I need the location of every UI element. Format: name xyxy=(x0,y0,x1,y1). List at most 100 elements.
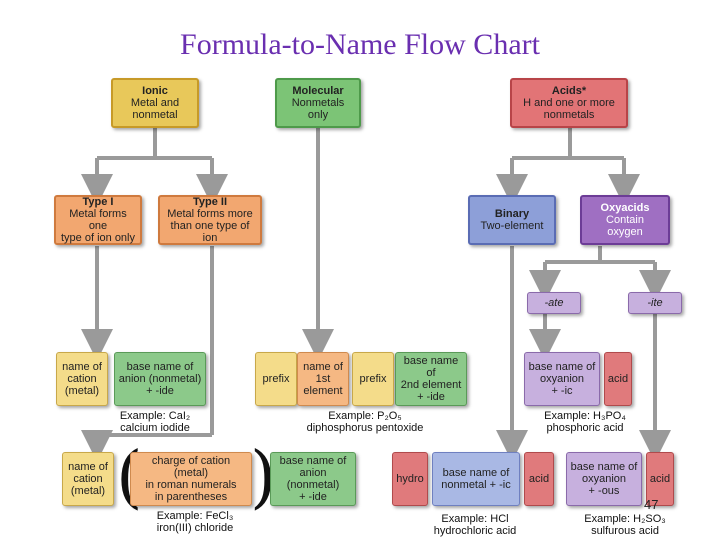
row2-anion-line2: anion (nonmetal) xyxy=(286,467,340,491)
binary-heading: Binary xyxy=(494,208,530,220)
example-oxy-ite-line1: Example: H₂SO₃ xyxy=(584,513,666,525)
row1-anion-box: base name of anion (nonmetal) + -ide xyxy=(114,352,206,406)
ate-tag: -ate xyxy=(527,292,581,314)
row1-anion-line2: anion (nonmetal) xyxy=(118,373,202,385)
binary-line1: Two-element xyxy=(480,220,544,232)
row2-binary-base-line1: base name of xyxy=(442,467,510,479)
row1-cation-line2: cation xyxy=(67,373,97,385)
row2-anion-box: base name of anion (nonmetal) + -ide xyxy=(270,452,356,506)
row2-oxyanion-ous-line2: oxyanion xyxy=(581,473,627,485)
molecular-line2: only xyxy=(307,109,329,121)
type2-line2: than one type of ion xyxy=(170,220,250,244)
example-oxy-ite-caption: Example: H₂SO₃ sulfurous acid xyxy=(565,513,685,537)
acids-heading: Acids* xyxy=(551,85,587,97)
row2-cation-line1: name of xyxy=(68,461,108,473)
row1-second-element-box: base name of 2nd element + -ide xyxy=(395,352,467,406)
row2-hydro-box: hydro xyxy=(392,452,428,506)
row1-second-element-line1: base name of xyxy=(403,355,459,379)
ionic-heading: Ionic xyxy=(142,85,168,97)
row1-cation-line1: name of xyxy=(62,361,102,373)
row2-acid1-label: acid xyxy=(528,473,550,485)
molecular-heading: Molecular xyxy=(292,85,344,97)
row2-oxyanion-ous-box: base name of oxyanion + -ous xyxy=(566,452,642,506)
row2-charge-box: charge of cation (metal) in roman numera… xyxy=(130,452,252,506)
type1-line2: type of ion only xyxy=(61,232,135,244)
row2-cation-line2: cation xyxy=(73,473,103,485)
page-title: Formula-to-Name Flow Chart xyxy=(180,28,540,61)
row1-acid-label: acid xyxy=(607,373,629,385)
row1-second-element-line2: 2nd element xyxy=(400,379,462,391)
row1-oxyanion-ic-line3: + -ic xyxy=(551,385,573,397)
oxyacids-heading: Oxyacids xyxy=(600,202,650,214)
binary-box: Binary Two-element xyxy=(468,195,556,245)
ate-tag-label: -ate xyxy=(544,297,564,309)
example-oxy-ite-line2: sulfurous acid xyxy=(591,525,659,537)
row1-second-element-line3: + -ide xyxy=(417,391,445,403)
acids-box: Acids* H and one or more nonmetals xyxy=(510,78,628,128)
type2-heading: Type II xyxy=(192,196,228,208)
row2-anion-line1: base name of xyxy=(279,455,347,467)
row1-cation-box: name of cation (metal) xyxy=(56,352,108,406)
example-ionic-line2: calcium iodide xyxy=(120,422,190,434)
example-molecular-line1: Example: P₂O₅ xyxy=(328,410,402,422)
acids-line2: nonmetals xyxy=(543,109,595,121)
example-type2-line2: iron(III) chloride xyxy=(156,522,234,534)
row1-first-element-line3: element xyxy=(303,385,343,397)
ite-tag: -ite xyxy=(628,292,682,314)
example-molecular-line2: diphosphorus pentoxide xyxy=(306,422,424,434)
example-oxy-ate-caption: Example: H₃PO₄ phosphoric acid xyxy=(520,410,650,434)
row2-oxyanion-ous-line3: + -ous xyxy=(588,485,620,497)
example-type2-caption: Example: FeCl₃ iron(III) chloride xyxy=(130,510,260,534)
row2-hydro-label: hydro xyxy=(396,473,424,485)
oxyacids-line1: Contain xyxy=(606,214,644,226)
acids-line1: H and one or more xyxy=(523,97,615,109)
row2-acid1-box: acid xyxy=(524,452,554,506)
example-binary-caption: Example: HCl hydrochloric acid xyxy=(410,513,540,537)
row2-acid2-box: acid xyxy=(646,452,674,506)
row2-cation-line3: (metal) xyxy=(70,485,106,497)
row1-oxyanion-ic-box: base name of oxyanion + -ic xyxy=(524,352,600,406)
type1-line1: Metal forms one xyxy=(69,208,127,232)
example-molecular-caption: Example: P₂O₅ diphosphorus pentoxide xyxy=(280,410,450,434)
row1-anion-line1: base name of xyxy=(126,361,194,373)
row1-anion-line3: + -ide xyxy=(146,385,174,397)
type2-box: Type II Metal forms more than one type o… xyxy=(158,195,262,245)
row2-charge-line3: in parentheses xyxy=(154,491,228,503)
row1-acid-box: acid xyxy=(604,352,632,406)
example-binary-line1: Example: HCl xyxy=(441,513,509,525)
row2-oxyanion-ous-line1: base name of xyxy=(570,461,638,473)
row2-cation-box: name of cation (metal) xyxy=(62,452,114,506)
example-oxy-ate-line1: Example: H₃PO₄ xyxy=(544,410,626,422)
row2-charge-line1: charge of cation (metal) xyxy=(151,455,231,479)
row1-prefix2-label: prefix xyxy=(359,373,387,385)
example-oxy-ate-line2: phosphoric acid xyxy=(546,422,624,434)
row1-first-element-line2: 1st xyxy=(315,373,331,385)
type2-line1: Metal forms more xyxy=(167,208,253,220)
oxyacids-line2: oxygen xyxy=(607,226,643,238)
example-ionic-line1: Example: CaI₂ xyxy=(119,410,191,422)
page-number: 47 xyxy=(644,497,659,512)
example-binary-line2: hydrochloric acid xyxy=(433,525,517,537)
row1-oxyanion-ic-line2: oxyanion xyxy=(539,373,585,385)
ionic-line2: nonmetal xyxy=(132,109,178,121)
row2-anion-line3: + -ide xyxy=(299,491,327,503)
row2-binary-base-box: base name of nonmetal + -ic xyxy=(432,452,520,506)
molecular-line1: Nonmetals xyxy=(291,97,345,109)
row1-prefix1-box: prefix xyxy=(255,352,297,406)
example-ionic-caption: Example: CaI₂ calcium iodide xyxy=(80,410,230,434)
row2-acid2-label: acid xyxy=(649,473,671,485)
row1-first-element-box: name of 1st element xyxy=(297,352,349,406)
type1-box: Type I Metal forms one type of ion only xyxy=(54,195,142,245)
example-type2-line1: Example: FeCl₃ xyxy=(156,510,234,522)
ionic-line1: Metal and xyxy=(130,97,180,109)
row2-binary-base-line2: nonmetal + -ic xyxy=(441,479,511,491)
molecular-box: Molecular Nonmetals only xyxy=(275,78,361,128)
type1-heading: Type I xyxy=(82,196,114,208)
row1-prefix2-box: prefix xyxy=(352,352,394,406)
ionic-box: Ionic Metal and nonmetal xyxy=(111,78,199,128)
row1-prefix1-label: prefix xyxy=(262,373,290,385)
oxyacids-box: Oxyacids Contain oxygen xyxy=(580,195,670,245)
row1-cation-line3: (metal) xyxy=(64,385,100,397)
row1-first-element-line1: name of xyxy=(303,361,343,373)
